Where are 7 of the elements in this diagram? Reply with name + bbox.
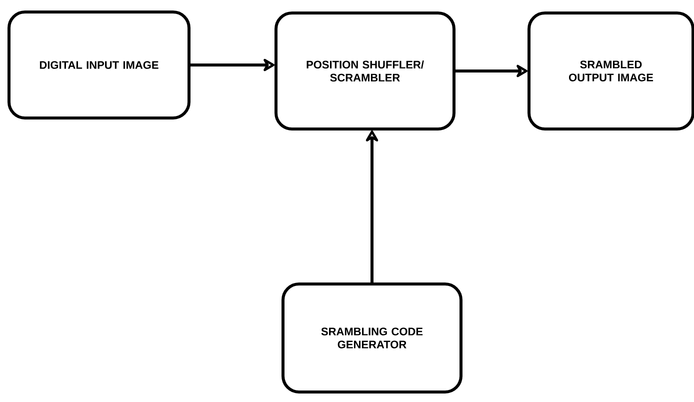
- process-box: DIGITAL INPUT IMAGE: [8, 10, 190, 120]
- process-box: POSITION SHUFFLER/ SCRAMBLER: [274, 12, 456, 130]
- process-box: SRAMBLED OUTPUT IMAGE: [528, 12, 694, 130]
- arrow: [456, 64, 528, 78]
- arrow: [366, 130, 378, 282]
- process-box: SRAMBLING CODE GENERATOR: [282, 282, 462, 394]
- arrow: [190, 58, 274, 72]
